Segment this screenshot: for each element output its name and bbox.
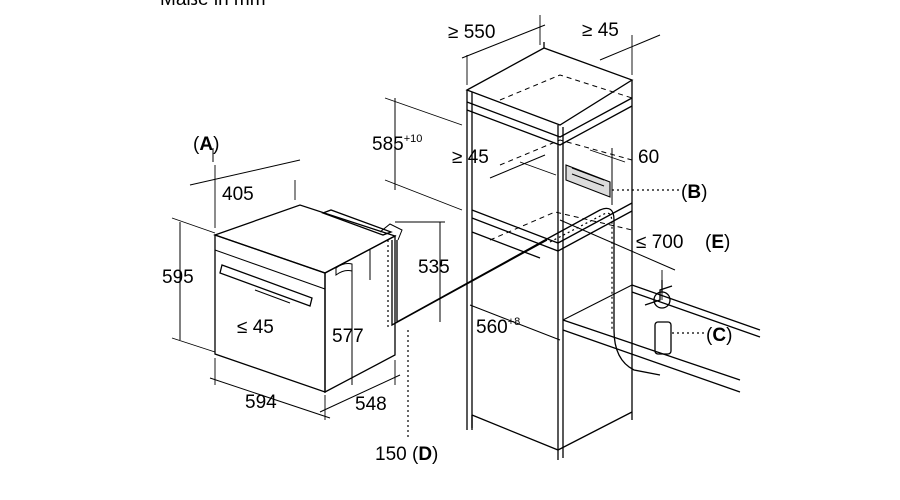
dim-niche-height: 585+10	[372, 133, 422, 155]
water-tap	[644, 270, 673, 355]
dimension-lines	[171, 15, 705, 440]
dim-oven-depth: 548	[355, 394, 387, 415]
dim-panel-height: ≤ 45	[237, 317, 274, 338]
cabinet-top	[465, 47, 634, 126]
dim-cabinet-depth: ≥ 550	[448, 22, 495, 43]
dim-oven-width: 594	[245, 392, 277, 413]
dim-floor-distance: 150 (D)	[375, 444, 438, 465]
water-hose	[387, 239, 548, 328]
callout-c: (C)	[706, 325, 732, 346]
dim-body-height: 577	[332, 326, 364, 347]
dim-cable-height: 535	[418, 257, 450, 278]
oven-side	[324, 234, 396, 394]
callout-b: (B)	[681, 182, 707, 203]
header-text: Maße in mm	[160, 0, 266, 10]
dim-hose-length: ≤ 700	[636, 232, 683, 253]
dim-niche-width: 560+8	[476, 316, 520, 338]
callout-a: (A)	[193, 134, 219, 155]
oven-strip	[321, 209, 393, 236]
dim-cabinet-gap-top: ≥ 45	[582, 20, 619, 41]
callout-e: (E)	[705, 232, 730, 253]
oven-top	[213, 204, 397, 274]
oven-front	[214, 234, 326, 393]
dim-oven-height: 595	[162, 267, 194, 288]
oven-handle	[219, 264, 313, 307]
dim-vent-depth: 60	[638, 147, 659, 168]
hose-inside	[544, 207, 661, 376]
dim-inner-gap: ≥ 45	[452, 147, 489, 168]
dim-oven-depth-top: 405	[222, 184, 254, 205]
cabinet-drawing	[465, 42, 761, 460]
oven-drawing	[213, 204, 403, 394]
vent-b	[565, 164, 611, 198]
